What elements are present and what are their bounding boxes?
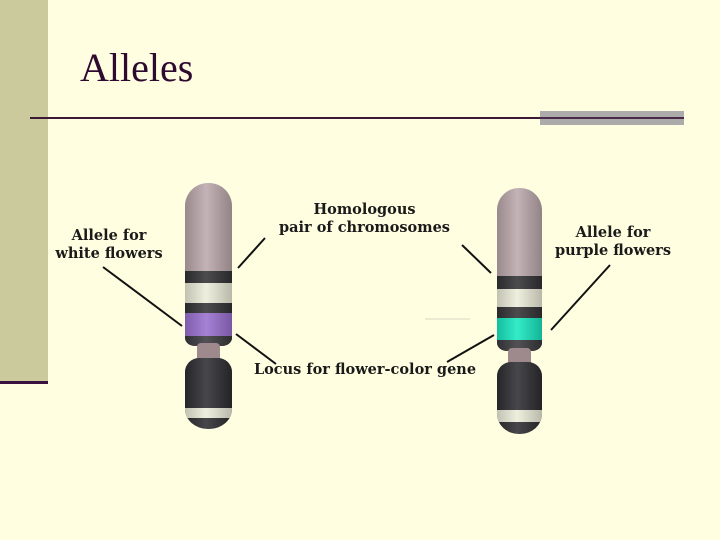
label-homologous-pair: Homologous pair of chromosomes [262,201,467,237]
band-dark [497,340,542,351]
label-line: Allele for [575,224,651,241]
label-allele-white: Allele for white flowers [44,227,174,263]
label-line: Homologous [313,201,416,218]
leader-white-allele [102,266,183,327]
label-allele-purple: Allele for purple flowers [547,224,679,260]
leader-locus-right [446,334,495,363]
label-line: pair of chromosomes [279,219,450,236]
band-dark [497,307,542,318]
band-cream [497,410,542,422]
allele-band-white-flowers [185,313,232,336]
leader-purple-allele [550,264,611,331]
title-rule [30,117,684,119]
leader-locus-left [235,333,277,365]
band-dark [185,336,232,346]
band-cream [497,289,542,307]
band-dark [185,271,232,283]
band-cream [185,283,232,303]
label-line: purple flowers [555,242,671,259]
label-line: white flowers [55,245,163,262]
allele-band-purple-flowers [497,318,542,340]
leader-homologous-right [461,244,492,274]
slide-title: Alleles [80,45,194,90]
label-line: Allele for [71,227,147,244]
sidebar-underline [0,381,48,384]
leader-homologous-left [237,237,266,269]
band-dark [185,303,232,313]
band-dark [497,276,542,289]
sidebar-strip [0,0,48,382]
band-cream [185,408,232,418]
title-rule-accent-line [540,117,684,119]
label-locus: Locus for flower-color gene [253,361,477,378]
